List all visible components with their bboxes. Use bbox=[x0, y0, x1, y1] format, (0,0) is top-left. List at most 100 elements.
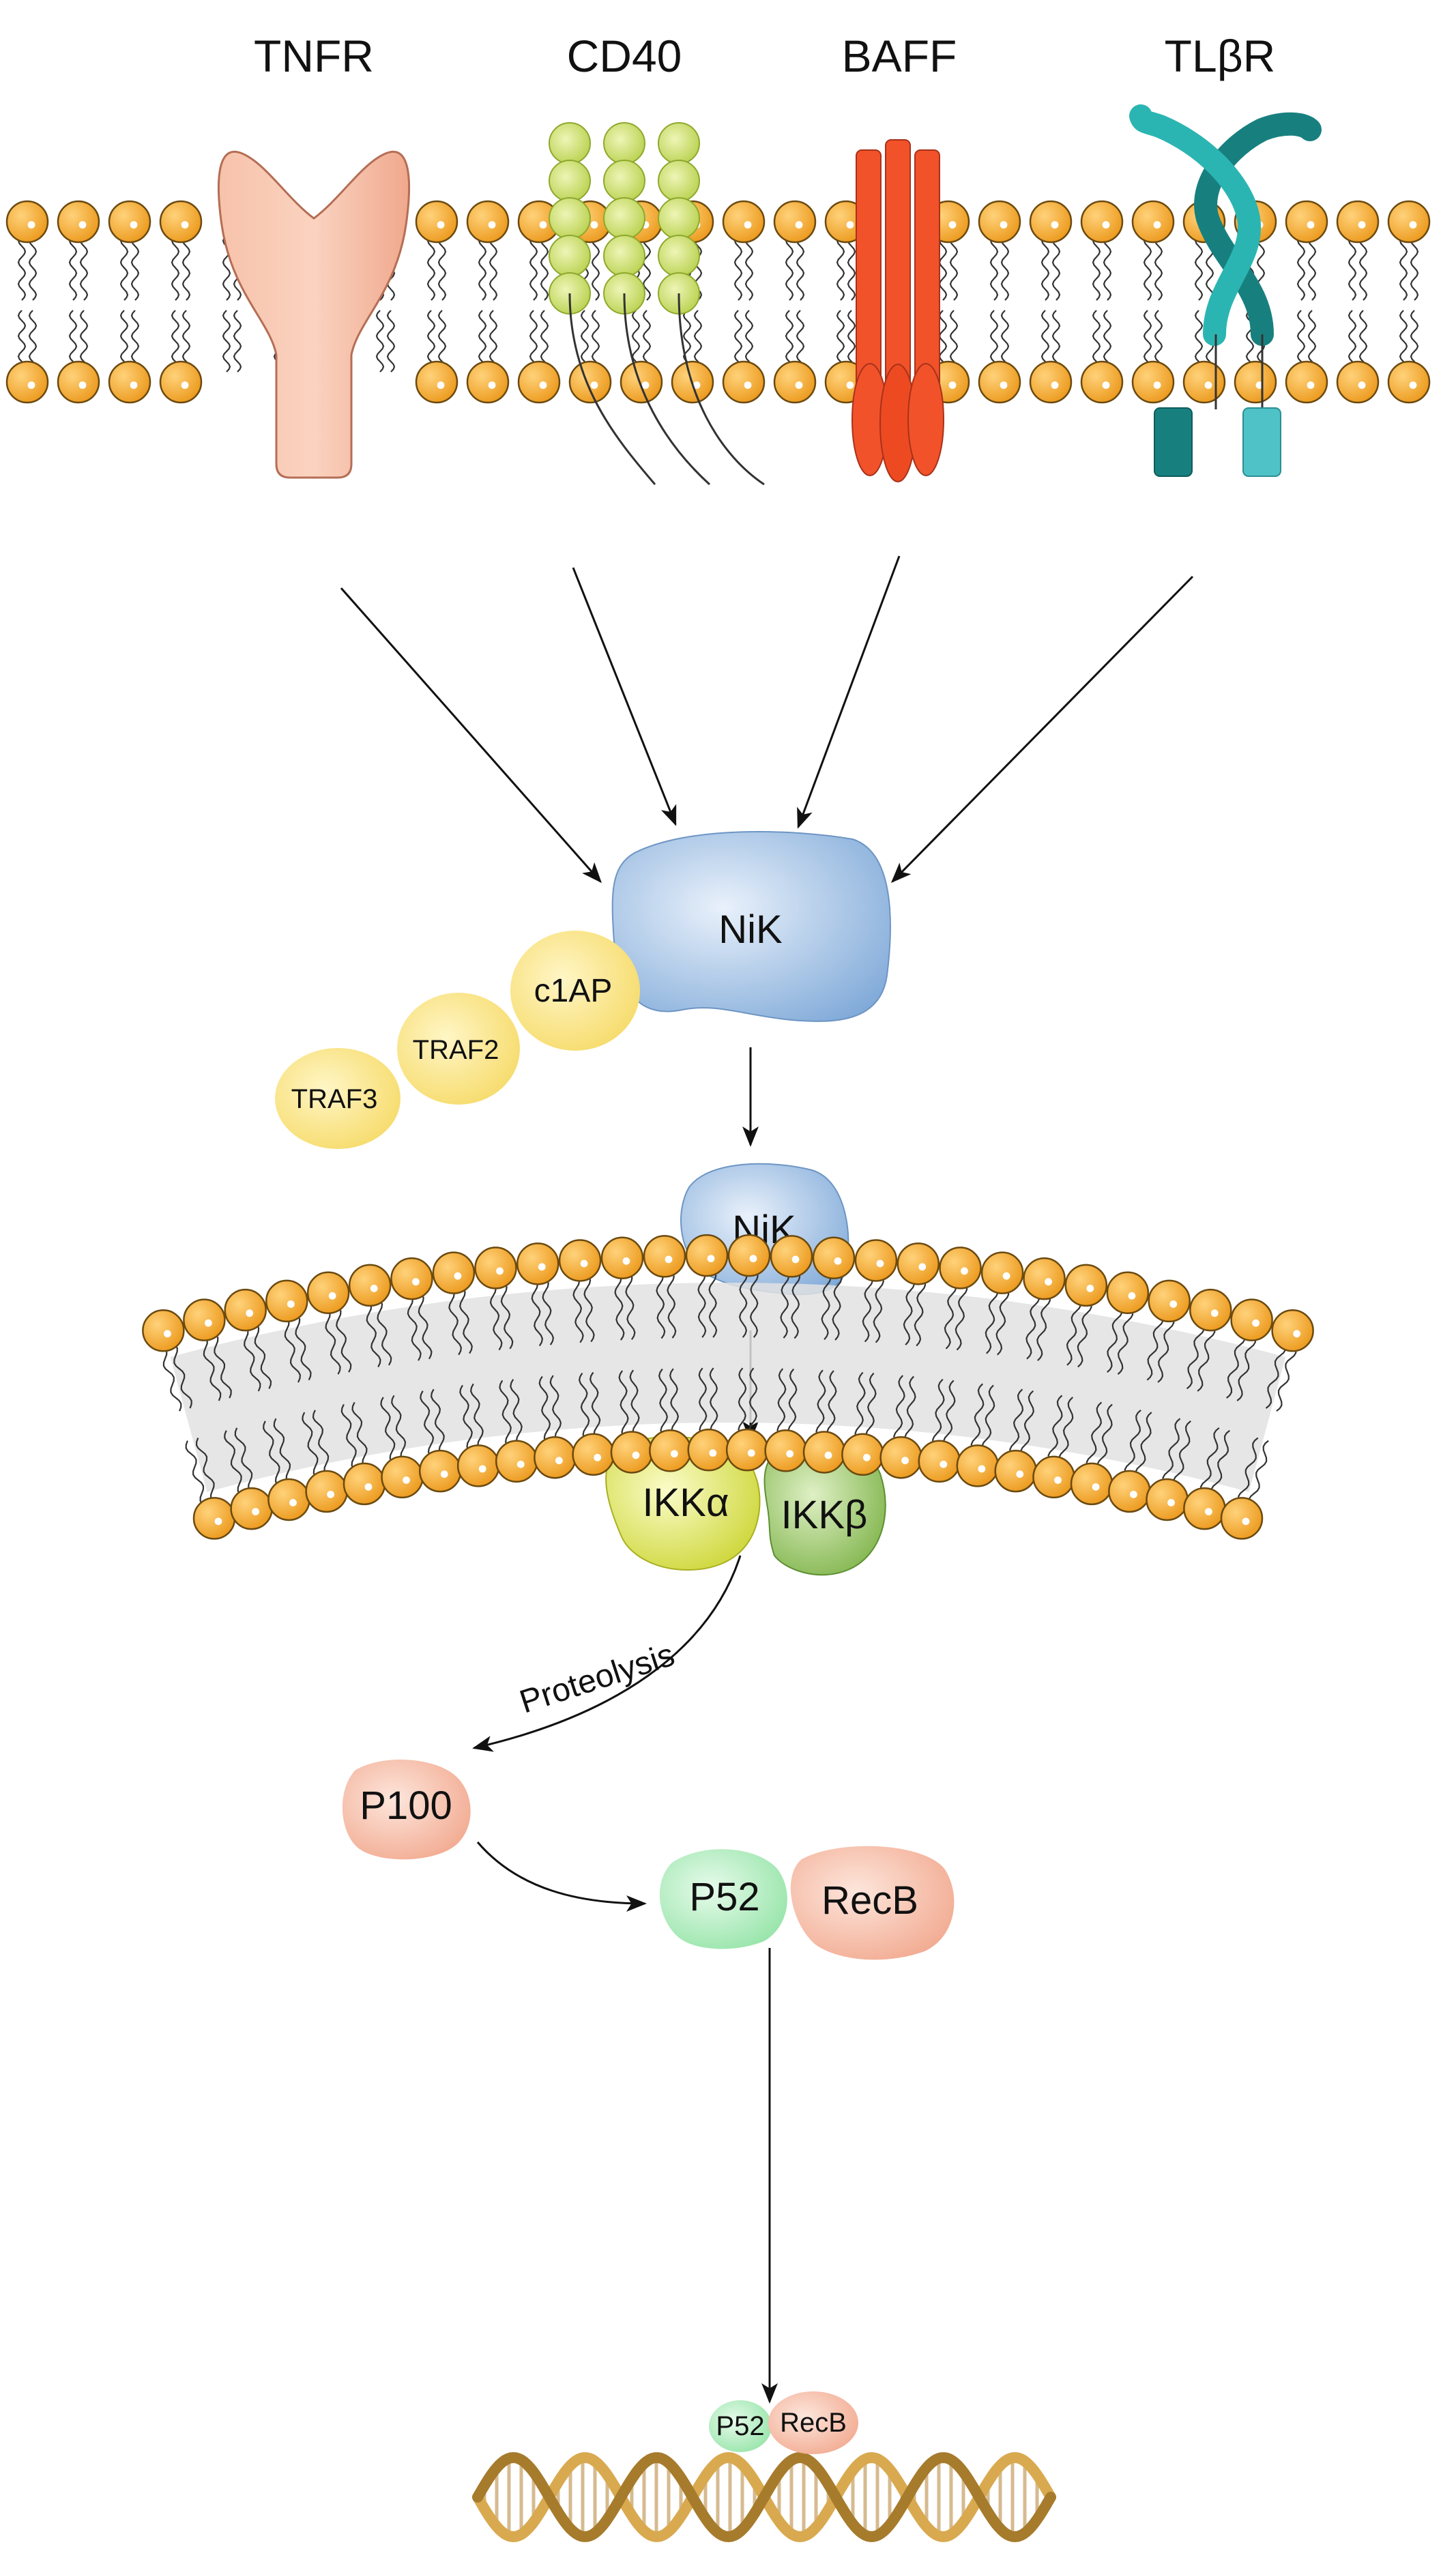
lipid-head bbox=[939, 1247, 982, 1290]
tlbr-receptor bbox=[1129, 104, 1322, 477]
lipid-head bbox=[1070, 1462, 1113, 1506]
tnfr-receptor bbox=[217, 151, 411, 479]
lipid-head bbox=[620, 360, 663, 404]
lipid-head bbox=[854, 1239, 898, 1282]
lipid-head bbox=[466, 360, 510, 404]
dna-helix bbox=[472, 2451, 1056, 2543]
p100-protein: P100 bbox=[342, 1759, 471, 1860]
lipid-head bbox=[265, 1279, 308, 1323]
lipid-head bbox=[1108, 1470, 1151, 1513]
cd40-domain bbox=[603, 160, 645, 202]
lipid-head bbox=[1387, 360, 1431, 404]
lipid-head bbox=[1148, 1279, 1191, 1323]
traf-complex: TRAF3 TRAF2 c1AP bbox=[275, 931, 640, 1149]
lipid-head bbox=[918, 1440, 961, 1483]
c1ap-label: c1AP bbox=[534, 973, 613, 1009]
lipid-head bbox=[956, 1444, 1000, 1487]
lipid-head bbox=[1230, 1298, 1273, 1341]
lipid-head bbox=[1131, 360, 1175, 404]
lipid-head bbox=[267, 1478, 310, 1521]
cd40-domain bbox=[658, 122, 700, 164]
lipid-head bbox=[1064, 1264, 1108, 1307]
lipid-head bbox=[5, 360, 49, 404]
cd40-receptor bbox=[549, 122, 765, 486]
cd40-domain bbox=[549, 122, 591, 164]
lipid-head bbox=[897, 1242, 940, 1285]
lipid-head bbox=[108, 200, 151, 244]
p52-recb-dna-complex: P52 RecB bbox=[709, 2391, 858, 2454]
lipid-head bbox=[415, 360, 458, 404]
lipid-head bbox=[456, 1444, 500, 1487]
lipid-head bbox=[183, 1298, 226, 1341]
lipid-head bbox=[725, 1428, 769, 1472]
lipid-head bbox=[812, 1236, 856, 1280]
lipid-head bbox=[1131, 200, 1175, 244]
lipid-head bbox=[466, 200, 510, 244]
lipid-head bbox=[390, 1257, 433, 1300]
lipid-head bbox=[727, 1234, 771, 1277]
lipid-head bbox=[649, 1429, 692, 1472]
lipid-head bbox=[343, 1462, 386, 1506]
lipid-head bbox=[57, 360, 100, 404]
tnfr-label: TNFR bbox=[254, 31, 374, 81]
ikk-complex: IKKβ IKKα bbox=[605, 1436, 886, 1576]
cd40-domain bbox=[549, 235, 591, 277]
lipid-head bbox=[802, 1431, 846, 1474]
proteolysis-arrow bbox=[472, 1555, 742, 1752]
receptor-to-nik-arrows bbox=[340, 555, 1194, 884]
lipid-head bbox=[159, 360, 203, 404]
lipid-head bbox=[764, 1429, 807, 1472]
lipid-head bbox=[568, 360, 612, 404]
lipid-head bbox=[1285, 200, 1328, 244]
cd40-domain bbox=[549, 197, 591, 239]
lipid-head bbox=[1032, 1455, 1075, 1499]
p52-label: P52 bbox=[689, 1875, 759, 1919]
p100-to-p52-arrow bbox=[476, 1841, 647, 1912]
lipid-head bbox=[980, 1251, 1024, 1294]
lipid-head bbox=[558, 1239, 602, 1282]
lipid-head bbox=[1336, 360, 1380, 404]
lipid-head bbox=[978, 360, 1021, 404]
lipid-head bbox=[773, 360, 817, 404]
baff-receptor bbox=[851, 139, 944, 482]
lipid-head bbox=[1285, 360, 1328, 404]
baff-label: BAFF bbox=[842, 31, 957, 81]
lipid-head bbox=[1146, 1478, 1189, 1521]
lipid-head bbox=[230, 1487, 273, 1530]
lipid-head bbox=[495, 1440, 538, 1483]
p52-dna-label: P52 bbox=[716, 2411, 764, 2441]
lipid-head bbox=[572, 1433, 615, 1476]
ikkb-label: IKKβ bbox=[781, 1493, 868, 1537]
lipid-head bbox=[305, 1470, 348, 1513]
cd40-domain bbox=[549, 160, 591, 202]
ikka-label: IKKα bbox=[642, 1481, 729, 1525]
lipid-head bbox=[534, 1436, 577, 1479]
tlbr-label: TLβR bbox=[1165, 31, 1276, 81]
lipid-head bbox=[773, 200, 817, 244]
lipid-head bbox=[381, 1455, 424, 1499]
cd40-domain bbox=[658, 160, 700, 202]
lipid-head bbox=[643, 1235, 686, 1278]
lipid-head bbox=[517, 360, 561, 404]
lipid-head bbox=[516, 1242, 559, 1285]
lipid-head bbox=[1271, 1309, 1314, 1352]
lipid-head bbox=[994, 1449, 1037, 1493]
lipid-head bbox=[306, 1271, 350, 1315]
lipid-head bbox=[474, 1247, 517, 1290]
lipid-head bbox=[108, 360, 151, 404]
lipid-head bbox=[432, 1251, 476, 1294]
lipid-head bbox=[685, 1234, 729, 1277]
cd40-domain bbox=[603, 197, 645, 239]
traf2-label: TRAF2 bbox=[413, 1035, 499, 1065]
nik-label: NiK bbox=[718, 907, 783, 952]
lipid-head bbox=[1336, 200, 1380, 244]
cd40-domain bbox=[603, 122, 645, 164]
cd40-domain bbox=[658, 197, 700, 239]
lipid-head bbox=[1029, 200, 1073, 244]
cd40-label: CD40 bbox=[567, 31, 682, 81]
lipid-head bbox=[1183, 1487, 1226, 1530]
lipid-head bbox=[1189, 1288, 1232, 1332]
lipid-head bbox=[5, 200, 49, 244]
lipid-head bbox=[841, 1433, 884, 1476]
